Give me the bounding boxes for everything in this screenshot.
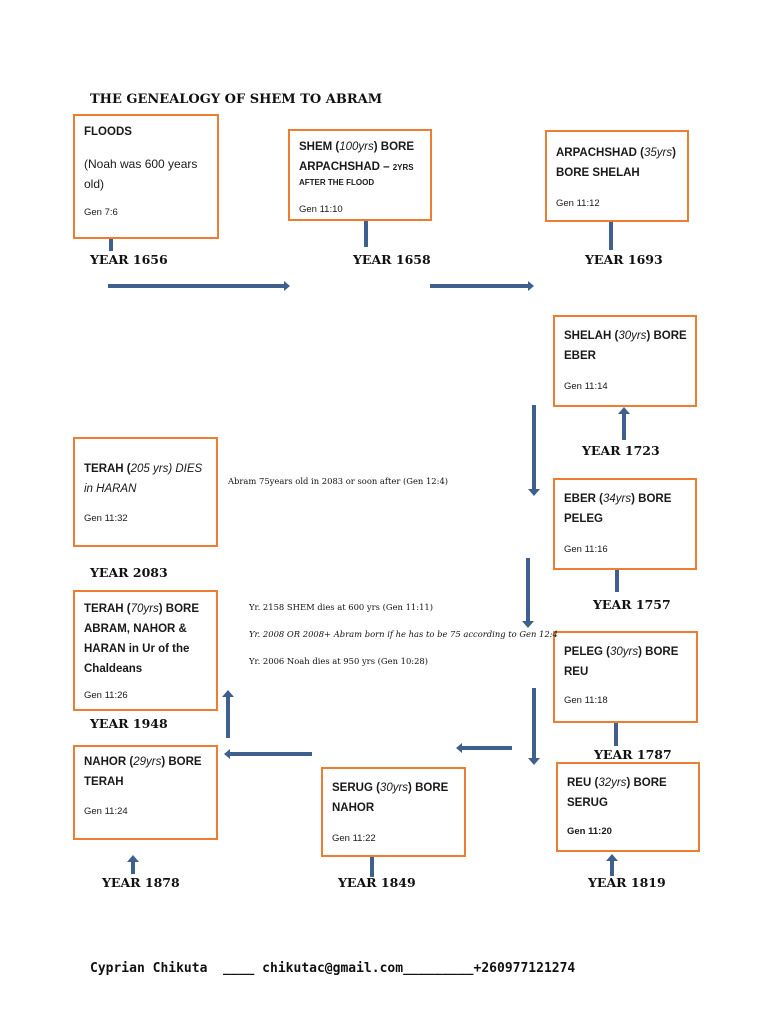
floods-reference: Gen 7:6 <box>84 207 118 218</box>
arpachshad-line1: ARPACHSHAD (35yrs) <box>556 147 676 159</box>
note-noah-dies: Yr. 2006 Noah dies at 950 yrs (Gen 10:28… <box>249 656 429 666</box>
eber-line2: PELEG <box>564 513 603 525</box>
eber-box: EBER (34yrs) BORE PELEG Gen 11:16 <box>553 478 697 570</box>
year-1878-label: YEAR 1878 <box>102 875 180 890</box>
arrow-down-to-reu <box>528 688 540 765</box>
shelah-line1: SHELAH (30yrs) BORE <box>564 330 687 342</box>
year-1787-label: YEAR 1787 <box>594 747 672 762</box>
peleg-line2: REU <box>564 666 589 678</box>
connector-serug-year <box>370 857 374 877</box>
shem-line3: AFTER THE FLOOD <box>299 178 375 187</box>
connector-floods <box>109 239 113 251</box>
floods-detail-line1: (Noah was 600 years <box>84 157 198 171</box>
note-abram-born: Yr. 2008 OR 2008+ Abram born if he has t… <box>249 629 558 639</box>
connector-reu-year <box>606 854 618 876</box>
connector-arpachshad <box>609 222 613 250</box>
year-1723-label: YEAR 1723 <box>582 443 660 458</box>
connector-eber-year <box>615 570 619 592</box>
connector-shelah-year <box>618 407 630 440</box>
year-2083-label: YEAR 2083 <box>90 565 168 580</box>
serug-box: SERUG (30yrs) BORE NAHOR Gen 11:22 <box>321 767 466 857</box>
terah-bore-line2: ABRAM, NAHOR & <box>84 623 187 635</box>
nahor-reference: Gen 11:24 <box>84 806 128 817</box>
connector-peleg-year <box>614 723 618 746</box>
peleg-reference: Gen 11:18 <box>564 695 608 706</box>
year-1819-label: YEAR 1819 <box>588 875 666 890</box>
year-1757-label: YEAR 1757 <box>593 597 671 612</box>
year-1948-label: YEAR 1948 <box>90 716 168 731</box>
serug-line2: NAHOR <box>332 802 375 814</box>
author-contact-footer: Cyprian Chikuta ____ chikutac@gmail.com_… <box>90 961 576 976</box>
arrow-1658-to-1693 <box>430 281 534 291</box>
nahor-line1: NAHOR (29yrs) BORE <box>84 756 202 768</box>
arrow-down-to-peleg <box>522 558 534 628</box>
year-1656-label: YEAR 1656 <box>90 252 168 267</box>
shem-box: SHEM (100yrs) BORE ARPACHSHAD – 2YRS AFT… <box>288 129 432 221</box>
arpachshad-box: ARPACHSHAD (35yrs) BORE SHELAH Gen 11:12 <box>545 130 689 222</box>
note-shem-dies: Yr. 2158 SHEM dies at 600 yrs (Gen 11:11… <box>249 602 433 612</box>
shelah-box: SHELAH (30yrs) BORE EBER Gen 11:14 <box>553 315 697 407</box>
terah-bore-line4: Chaldeans <box>84 663 143 675</box>
floods-label: FLOODS <box>84 126 132 138</box>
connector-shem <box>364 221 368 247</box>
terah-dies-box: TERAH (205 yrs) DIES in HARAN Gen 11:32 <box>73 437 218 547</box>
eber-reference: Gen 11:16 <box>564 544 608 555</box>
nahor-line2: TERAH <box>84 776 124 788</box>
shem-line1: SHEM (100yrs) BORE <box>299 141 415 153</box>
serug-reference: Gen 11:22 <box>332 833 376 844</box>
shelah-reference: Gen 11:14 <box>564 381 608 392</box>
serug-line1: SERUG (30yrs) BORE <box>332 782 449 794</box>
terah-dies-line2: in HARAN <box>84 483 137 495</box>
arrow-up-to-terah <box>222 690 234 738</box>
terah-bore-reference: Gen 11:26 <box>84 690 128 701</box>
terah-bore-box: TERAH (70yrs) BORE ABRAM, NAHOR & HARAN … <box>73 590 218 711</box>
arrow-1656-to-1658 <box>108 281 290 291</box>
year-1658-label: YEAR 1658 <box>353 252 431 267</box>
shelah-line2: EBER <box>564 350 596 362</box>
terah-dies-line1: TERAH (205 yrs) DIES <box>84 463 203 475</box>
arpachshad-reference: Gen 11:12 <box>556 198 600 209</box>
floods-detail-line2: old) <box>84 177 105 191</box>
eber-line1: EBER (34yrs) BORE <box>564 493 672 505</box>
reu-line2: SERUG <box>567 797 608 809</box>
reu-line1: REU (32yrs) BORE <box>567 777 667 789</box>
page-title: THE GENEALOGY OF SHEM TO ABRAM <box>90 92 383 107</box>
nahor-box: NAHOR (29yrs) BORE TERAH Gen 11:24 <box>73 745 218 840</box>
shem-line2: ARPACHSHAD – 2YRS <box>299 161 414 173</box>
year-1849-label: YEAR 1849 <box>338 875 416 890</box>
terah-bore-line3: HARAN in Ur of the <box>84 643 190 655</box>
peleg-box: PELEG (30yrs) BORE REU Gen 11:18 <box>553 631 698 723</box>
reu-reference: Gen 11:20 <box>567 826 612 837</box>
arrow-down-to-eber <box>528 405 540 496</box>
arrow-left-to-nahor <box>224 749 312 759</box>
note-abram-75: Abram 75years old in 2083 or soon after … <box>228 476 449 486</box>
terah-bore-line1: TERAH (70yrs) BORE <box>84 603 200 615</box>
reu-box: REU (32yrs) BORE SERUG Gen 11:20 <box>556 762 700 852</box>
shem-reference: Gen 11:10 <box>299 204 343 215</box>
peleg-line1: PELEG (30yrs) BORE <box>564 646 679 658</box>
floods-box: FLOODS (Noah was 600 years old) Gen 7:6 <box>73 114 219 239</box>
year-1693-label: YEAR 1693 <box>585 252 663 267</box>
terah-dies-reference: Gen 11:32 <box>84 513 128 524</box>
connector-nahor-year <box>127 855 139 874</box>
arrow-left-to-serug <box>456 743 512 753</box>
arpachshad-line2: BORE SHELAH <box>556 167 640 179</box>
